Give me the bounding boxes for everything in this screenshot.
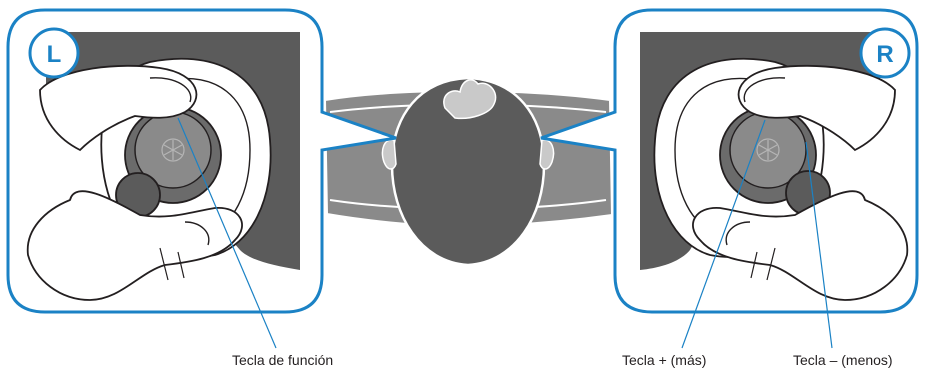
minus-key-label: Tecla – (menos): [793, 352, 893, 368]
head: [390, 76, 546, 267]
tuning-fork-logo-icon: [161, 138, 185, 162]
tuning-fork-logo-icon: [756, 138, 780, 162]
right-panel: R: [540, 8, 919, 314]
right-ear: [539, 139, 555, 170]
right-thumb: [737, 64, 896, 152]
leader-lines: [177, 117, 833, 349]
head-top-view: [323, 76, 614, 267]
hair: [443, 79, 497, 120]
left-finger-lower: [26, 190, 243, 301]
right-badge: [859, 27, 911, 79]
left-panel: L: [6, 8, 397, 314]
leader-plus-key: [681, 119, 766, 349]
left-ear: [381, 139, 397, 170]
plus-key-label: Tecla + (más): [622, 352, 707, 368]
left-thumb: [39, 64, 198, 152]
leader-function-key: [177, 117, 277, 349]
function-key-label: Tecla de función: [232, 352, 334, 368]
right-badge-label: R: [876, 41, 893, 68]
right-finger-lower: [692, 190, 909, 301]
left-badge: [28, 27, 80, 79]
left-badge-label: L: [47, 41, 62, 68]
leader-minus-key: [805, 141, 833, 349]
